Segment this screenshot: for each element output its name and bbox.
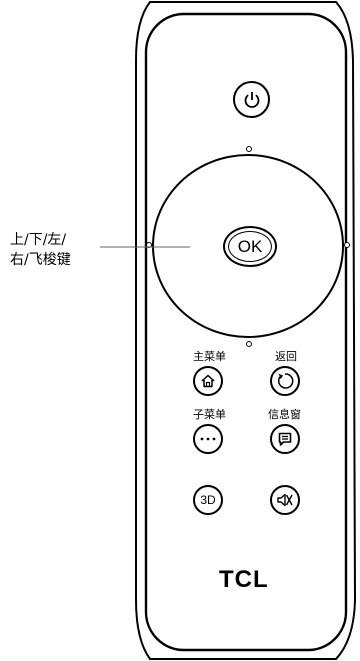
main-menu-label: 主菜单 — [193, 350, 226, 363]
sub-menu-button[interactable] — [193, 424, 223, 454]
power-button[interactable] — [233, 81, 270, 118]
main-menu-button[interactable] — [193, 366, 223, 396]
dpad-right[interactable] — [344, 242, 350, 248]
3d-button[interactable]: 3D — [193, 485, 223, 515]
callout-label-line1: 上/下/左/ — [10, 232, 67, 248]
sub-menu-label: 子菜单 — [193, 408, 226, 421]
power-icon — [244, 91, 259, 108]
info-window-label: 信息窗 — [268, 408, 301, 421]
message-bubble-icon — [278, 432, 292, 446]
callout-label-line2: 右/飞梭键 — [10, 252, 71, 268]
dpad-down[interactable] — [246, 341, 252, 347]
home-icon — [201, 374, 215, 388]
dpad-ring[interactable] — [152, 154, 344, 338]
dpad-up[interactable] — [246, 146, 252, 152]
ok-button[interactable]: OK — [223, 226, 277, 267]
ellipsis-icon — [200, 437, 216, 441]
back-button[interactable] — [270, 366, 300, 396]
mute-button[interactable] — [270, 485, 300, 515]
3d-label: 3D — [200, 493, 216, 507]
brand-logo: TCL — [219, 566, 269, 593]
circular-arrow-icon — [277, 373, 294, 389]
info-window-button[interactable] — [270, 424, 300, 454]
ok-label: OK — [237, 236, 263, 256]
back-label: 返回 — [275, 350, 297, 363]
mute-icon — [277, 493, 293, 507]
